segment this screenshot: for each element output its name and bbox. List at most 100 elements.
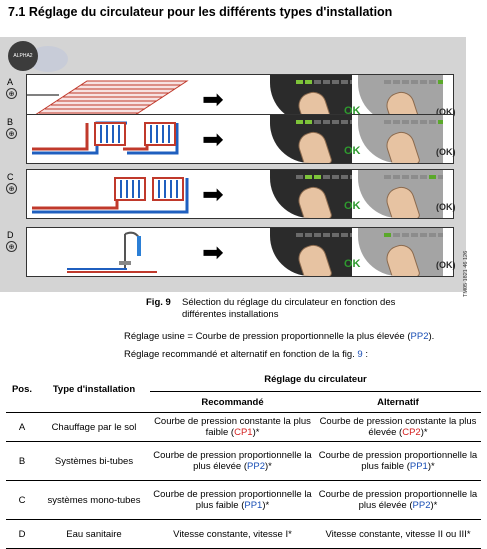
figure-label: Fig. 9 [146,297,171,308]
arrow-right-icon: ➡ [202,237,224,267]
led-segment [384,120,391,124]
led-segment [384,233,391,237]
header-recommended: Recommandé [150,391,315,413]
led-segment [314,233,321,237]
led-segment [420,80,427,84]
figure-caption: Sélection du réglage du circulateur en f… [182,297,396,320]
finger-press-icon [383,241,421,276]
led-segment [402,80,409,84]
pump-symbol-icon: ⊕ [6,183,17,194]
ok-alt-label: (OK) [436,260,456,270]
pump-symbol-icon: ⊕ [6,88,17,99]
led-segment [384,175,391,179]
led-segment [332,120,339,124]
arrow-right-icon: ➡ [202,84,224,114]
cell-recommended: Courbe de pression proportionnelle la pl… [150,441,315,481]
led-segment [341,80,348,84]
alpha2-logo: ALPHA2 [8,41,38,71]
installation-figure: ALPHA2 A ⊕ ➡ OK (OK) B ⊕ [0,37,469,297]
settings-table: Pos. Type d'installation Réglage du circ… [6,367,481,549]
led-segment [341,175,348,179]
pump-display-dark [270,170,352,218]
led-segment [341,233,348,237]
led-segment [411,175,418,179]
led-bar [296,175,352,179]
ok-alt-label: (OK) [436,147,456,157]
cell-type: Chauffage par le sol [38,412,150,442]
pump-display-light [358,115,443,163]
finger-press-icon [383,183,421,218]
led-segment [314,120,321,124]
cell-alternative: Courbe de pression constante la plus éle… [315,412,481,442]
page-title: 7.1 Réglage du circulateur pour les diff… [8,5,393,19]
led-segment [438,120,443,124]
led-segment [305,120,312,124]
recommended-setting-note: Réglage recommandé et alternatif en fonc… [124,349,368,360]
cell-pos: B [6,441,38,481]
figure-reference-code: TM05 1821 46 126 [463,250,469,297]
cell-type: Eau sanitaire [38,519,150,549]
ok-alt-label: (OK) [436,107,456,117]
led-segment [402,175,409,179]
row-letter: B [7,117,14,127]
row-letter: C [7,172,14,182]
pump-symbol-icon: ⊕ [6,128,17,139]
led-bar [296,120,352,124]
cell-pos: D [6,519,38,549]
led-segment [350,80,352,84]
led-segment [438,233,443,237]
pump-display-light [358,170,443,218]
led-segment [402,120,409,124]
led-segment [393,233,400,237]
led-segment [296,120,303,124]
led-segment [438,175,443,179]
led-segment [429,233,436,237]
led-bar [296,80,352,84]
header-group: Réglage du circulateur [264,373,367,385]
led-segment [402,233,409,237]
led-segment [350,175,352,179]
led-bar [384,120,443,124]
domestic-hot-water-illustration [67,231,157,273]
led-segment [393,120,400,124]
figure-row-d: D ⊕ ➡ OK (OK) [6,227,456,277]
header-alternative: Alternatif [315,391,481,413]
led-bar [384,80,443,84]
led-segment [296,233,303,237]
finger-press-icon [295,183,333,218]
led-segment [429,175,436,179]
led-segment [420,120,427,124]
led-segment [393,80,400,84]
led-segment [411,120,418,124]
led-segment [411,80,418,84]
row-letter: A [7,77,14,87]
two-pipe-system-illustration [32,121,179,155]
finger-press-icon [295,128,333,163]
header-type: Type d'installation [38,367,150,413]
cell-pos: A [6,412,38,442]
led-segment [296,175,303,179]
finger-press-icon [383,128,421,163]
cell-recommended: Courbe de pression constante la plus fai… [150,412,315,442]
led-segment [438,80,443,84]
figure-row-c: C ⊕ ➡ OK (OK) [6,169,456,219]
led-segment [332,175,339,179]
led-segment [305,175,312,179]
ok-alt-label: (OK) [436,202,456,212]
led-segment [305,80,312,84]
pump-symbol-icon: ⊕ [6,241,17,252]
led-segment [429,80,436,84]
led-segment [314,80,321,84]
led-segment [305,233,312,237]
led-segment [420,233,427,237]
led-segment [420,175,427,179]
led-segment [429,120,436,124]
led-segment [350,120,352,124]
cell-alternative: Courbe de pression proportionnelle la pl… [315,480,481,520]
led-segment [411,233,418,237]
led-bar [384,233,443,237]
pump-display-light [358,228,443,276]
